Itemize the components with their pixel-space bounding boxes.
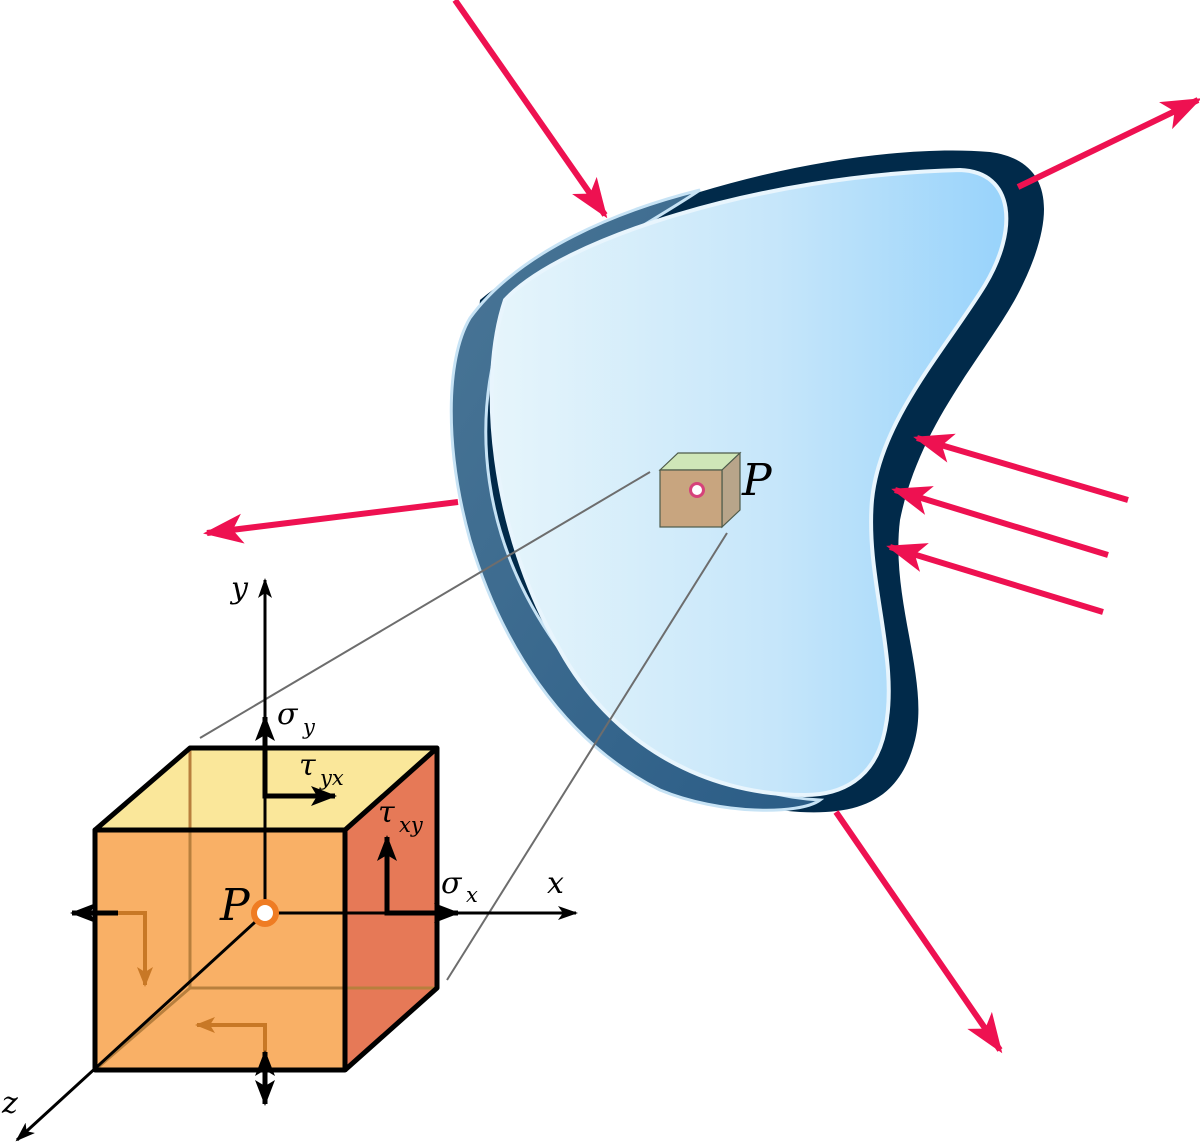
axis-label-y: y [229, 571, 249, 606]
force-arrow-bottom [833, 810, 1003, 1054]
sigma-x-symbol: σ [441, 866, 463, 901]
tau-yx-arrow [262, 760, 337, 806]
tau-yx-symbol: τ [299, 748, 316, 783]
point-label-cube: P [219, 880, 251, 931]
force-arrow-right-3 [886, 543, 1104, 615]
tau-xy-arrow [377, 835, 430, 916]
axis-label-z: z [1, 1086, 18, 1121]
leader-line-lower [446, 532, 728, 981]
force-arrow-right-1 [913, 433, 1129, 503]
force-arrow-upper-right [1016, 97, 1200, 190]
leader-lines [199, 471, 728, 981]
tau-yx-subscript: yx [319, 766, 344, 790]
stress-arrows [70, 715, 460, 1106]
external-forces [203, 0, 1200, 1054]
label-sigma-x: σ x [441, 866, 478, 907]
small-element-cube [658, 451, 742, 529]
label-sigma-y: σ y [277, 697, 316, 739]
label-tau-yx: τ yx [299, 748, 344, 790]
tau-xy-subscript: xy [399, 813, 424, 837]
cube-visible-edges [92, 745, 440, 1073]
body-front-face [489, 167, 1009, 798]
shear-arrow-bottom-face [195, 1017, 267, 1062]
axis-label-x: x [547, 866, 564, 901]
point-marker [251, 899, 279, 927]
small-point-marker [689, 482, 705, 498]
force-arrow-top [452, 0, 608, 219]
cube-hidden-edges [94, 748, 437, 1072]
force-arrow-right-2 [891, 486, 1109, 558]
elastic-body [449, 150, 1044, 813]
sigma-x-subscript: x [466, 883, 478, 907]
force-arrow-left [203, 499, 459, 544]
point-label-body: P [741, 455, 773, 506]
small-cube-front [659, 469, 723, 528]
label-tau-xy: τ xy [378, 795, 424, 837]
sigma-y-symbol: σ [277, 697, 299, 732]
leader-line-upper [199, 471, 651, 739]
sigma-y-subscript: y [302, 715, 316, 739]
tau-xy-symbol: τ [378, 795, 395, 830]
